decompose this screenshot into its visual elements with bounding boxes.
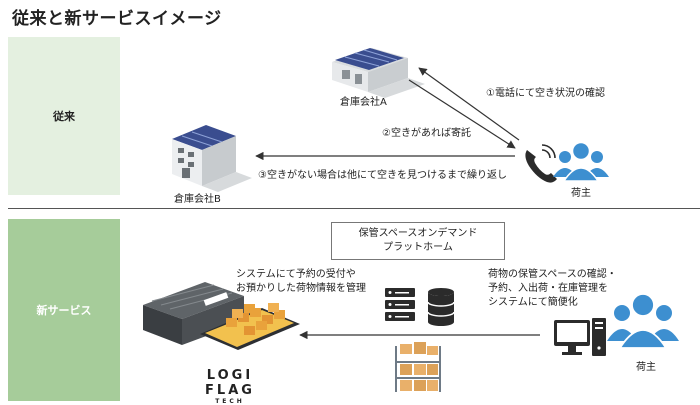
step2-label: ②空きがあれば寄託 — [382, 128, 471, 139]
platform-line1: 保管スペースオンデマンド — [358, 228, 478, 239]
shipper-group-icon — [553, 141, 609, 182]
band-new: 新サービス — [8, 219, 120, 401]
warehouse-a-icon — [332, 48, 425, 98]
platform-line2: プラットホーム — [383, 242, 453, 253]
band-old-label: 従来 — [53, 110, 75, 123]
system-note-line2: お預かりした荷物情報を管理 — [236, 283, 366, 294]
warehouse-a-label: 倉庫会社A — [340, 97, 387, 108]
band-old: 従来 — [8, 37, 120, 195]
step1-label: ①電話にて空き状況の確認 — [486, 88, 605, 99]
page-title: 従来と新サービスイメージ — [12, 9, 222, 29]
band-new-label: 新サービス — [36, 304, 92, 317]
shipper-note: 荷物の保管スペースの確認・ 予約、入出荷・在庫管理を システムにて簡便化 — [488, 268, 617, 310]
shipper-note-line3: システムにて簡便化 — [488, 297, 578, 308]
warehouse-b-label: 倉庫会社B — [174, 194, 221, 205]
arrow-step1 — [418, 67, 520, 141]
system-note-line1: システムにて予約の受付や — [236, 269, 356, 280]
section-divider — [8, 208, 700, 209]
step3-label: ③空きがない場合は他にて空きを見つけるまで繰り返し — [258, 170, 507, 181]
platform-box: 保管スペースオンデマンド プラットホーム — [331, 222, 505, 260]
logo-main-text: LOGI FLAG — [205, 368, 255, 398]
computer-icon — [554, 318, 606, 356]
system-note: システムにて予約の受付や お預かりした荷物情報を管理 — [236, 268, 366, 296]
storage-shelf-icon — [395, 342, 441, 392]
warehouse-b-icon — [172, 125, 252, 192]
datacenter-icon — [143, 282, 300, 350]
shipper-new-label: 荷主 — [636, 362, 656, 373]
logiflag-logo: LOGI FLAG TECH — [180, 368, 280, 405]
logo-sub-text: TECH — [215, 398, 245, 405]
arrow-step2 — [408, 79, 516, 149]
shipper-group-new-icon — [607, 293, 679, 349]
phone-icon — [525, 144, 557, 183]
shipper-note-line1: 荷物の保管スペースの確認・ — [488, 269, 617, 280]
shipper-note-line2: 予約、入出荷・在庫管理を — [488, 283, 608, 294]
shipper-label: 荷主 — [571, 188, 591, 199]
database-icon — [427, 288, 455, 326]
server-icon — [385, 288, 415, 321]
